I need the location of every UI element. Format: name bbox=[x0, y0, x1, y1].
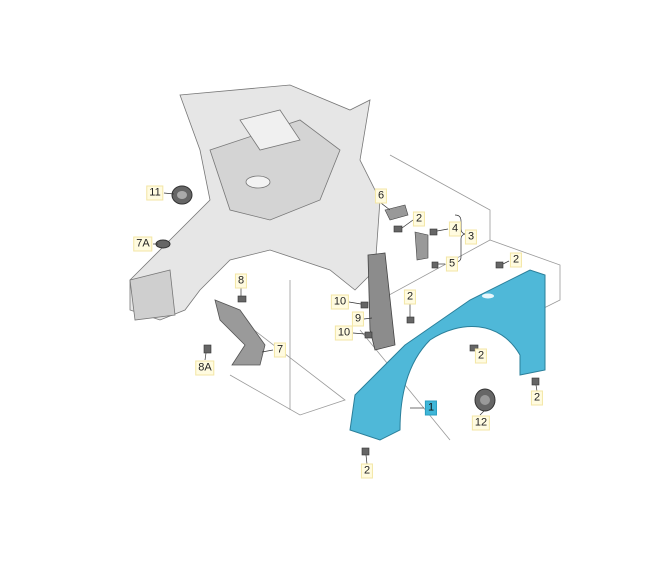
callout-10[interactable]: 10 bbox=[334, 325, 354, 341]
callout-4[interactable]: 4 bbox=[448, 221, 462, 237]
bracket-9 bbox=[367, 252, 396, 351]
bolts bbox=[203, 225, 540, 456]
callout-7a[interactable]: 7A bbox=[133, 236, 153, 252]
callout-2[interactable]: 2 bbox=[360, 463, 374, 479]
callout-8[interactable]: 8 bbox=[234, 273, 248, 289]
callout-7[interactable]: 7 bbox=[273, 342, 287, 358]
callout-2[interactable]: 2 bbox=[509, 252, 523, 268]
fender-1 bbox=[349, 269, 546, 441]
callout-1[interactable]: 1 bbox=[424, 400, 438, 416]
bracket-7 bbox=[214, 299, 266, 366]
callout-2[interactable]: 2 bbox=[403, 289, 417, 305]
callout-10[interactable]: 10 bbox=[330, 294, 350, 310]
callout-11[interactable]: 11 bbox=[146, 185, 164, 201]
callout-3[interactable]: 3 bbox=[464, 229, 478, 245]
callout-6[interactable]: 6 bbox=[374, 188, 388, 204]
grommet-7a bbox=[155, 239, 171, 249]
callout-5[interactable]: 5 bbox=[445, 256, 459, 272]
callout-2[interactable]: 2 bbox=[474, 348, 488, 364]
bracket-3 bbox=[414, 231, 429, 261]
callout-9[interactable]: 9 bbox=[351, 311, 365, 327]
callout-2[interactable]: 2 bbox=[412, 211, 426, 227]
bracket-6 bbox=[384, 204, 409, 221]
fender-hole bbox=[482, 293, 494, 299]
callout-2[interactable]: 2 bbox=[530, 390, 544, 406]
grommet-11 bbox=[171, 185, 193, 205]
grommet-12 bbox=[474, 388, 496, 412]
callout-8a[interactable]: 8A bbox=[195, 360, 215, 376]
callout-12[interactable]: 12 bbox=[471, 415, 491, 431]
car-body-structure bbox=[129, 84, 381, 321]
